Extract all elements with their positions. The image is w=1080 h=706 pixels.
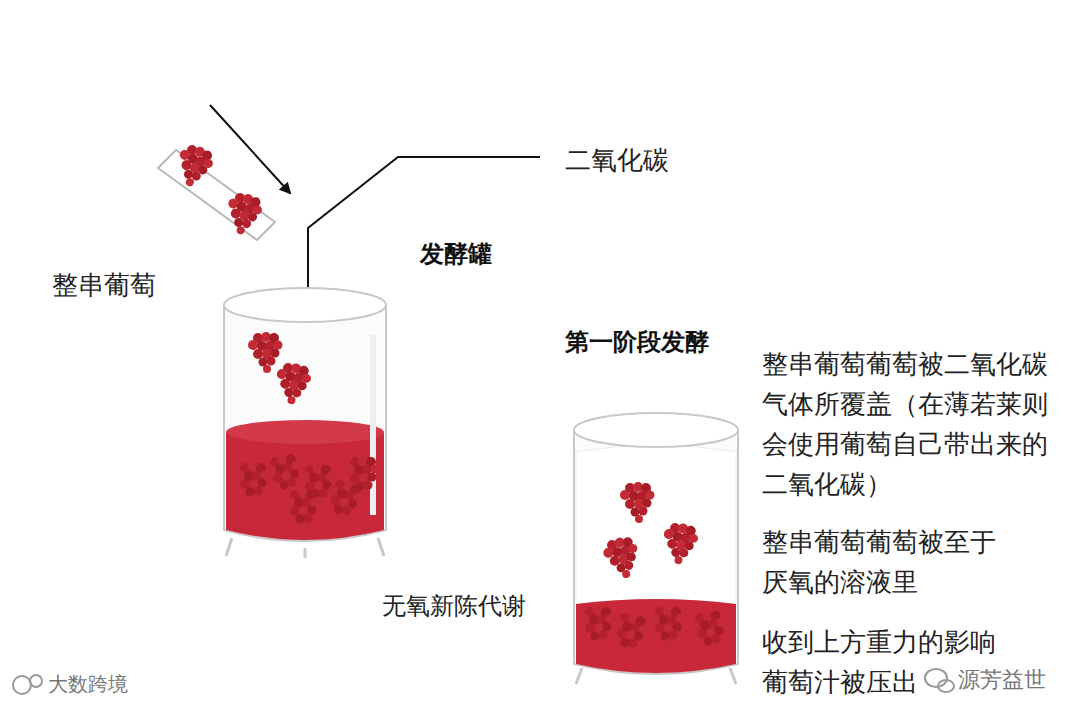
note-text: 整串葡萄葡萄被二氧化碳 气体所覆盖（在薄若莱则 会使用葡萄自己带出来的 二氧化碳… — [762, 344, 1068, 504]
entry-arrow — [210, 105, 290, 193]
co2-arrow — [308, 157, 540, 300]
note-text: 整串葡萄葡萄被至于 厌氧的溶液里 — [762, 522, 1068, 602]
watermark: 大数跨境 — [48, 670, 188, 698]
grapes-label: 整串葡萄 — [52, 268, 212, 302]
watermark: 源芳益世 — [958, 666, 1068, 694]
stage-heading: 第一阶段发酵 — [565, 326, 765, 358]
tank-label: 发酵罐 — [420, 238, 560, 270]
fermentation-tank — [224, 288, 386, 558]
first-stage-tank — [574, 413, 738, 684]
process-label: 无氧新陈代谢 — [382, 590, 570, 622]
co2-label: 二氧化碳 — [565, 143, 765, 177]
